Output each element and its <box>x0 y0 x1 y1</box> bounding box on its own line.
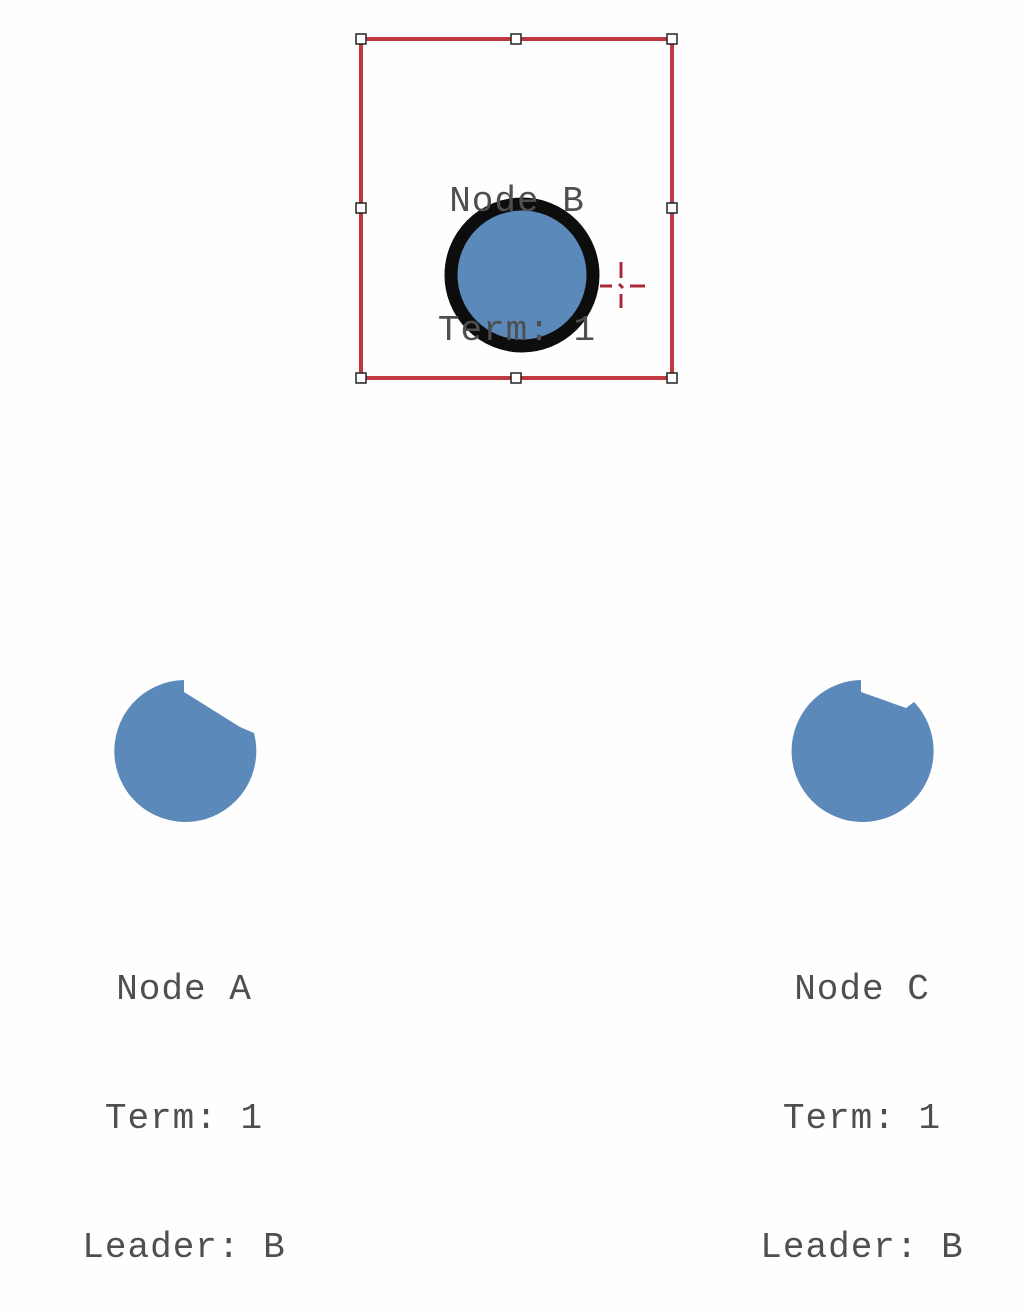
resize-handle-bottom[interactable] <box>510 372 522 384</box>
node-c-circle[interactable] <box>791 680 934 822</box>
node-a-leader: Leader: B <box>82 1227 286 1268</box>
node-c-label: Node C Term: 1 Leader: B <box>712 882 1012 1312</box>
node-c-term: Term: 1 <box>782 1098 942 1139</box>
node-a-circle[interactable] <box>114 680 257 822</box>
selection-box[interactable] <box>355 33 678 384</box>
resize-handle-bottom-right[interactable] <box>666 372 678 384</box>
resize-handle-bottom-left[interactable] <box>355 372 367 384</box>
node-b-label: Node B Term: 1 <box>360 94 674 395</box>
node-a-label: Node A Term: 1 Leader: B <box>34 882 334 1312</box>
resize-handle-top-left[interactable] <box>355 33 367 45</box>
resize-handle-top-right[interactable] <box>666 33 678 45</box>
node-b-circle[interactable] <box>444 197 600 353</box>
resize-handle-right[interactable] <box>666 202 678 214</box>
diagram-canvas <box>114 33 934 822</box>
crosshair-cursor-icon <box>600 262 645 308</box>
node-b[interactable] <box>444 197 600 353</box>
node-b-term: Term: 1 <box>437 310 597 351</box>
resize-handle-top[interactable] <box>510 33 522 45</box>
node-b-name: Node B <box>449 181 585 222</box>
node-a[interactable] <box>114 680 257 822</box>
resize-handle-left[interactable] <box>355 202 367 214</box>
node-a-name: Node A <box>116 969 252 1010</box>
node-c-leader: Leader: B <box>760 1227 964 1268</box>
node-a-term: Term: 1 <box>104 1098 264 1139</box>
node-c-name: Node C <box>794 969 930 1010</box>
node-c[interactable] <box>791 680 934 822</box>
